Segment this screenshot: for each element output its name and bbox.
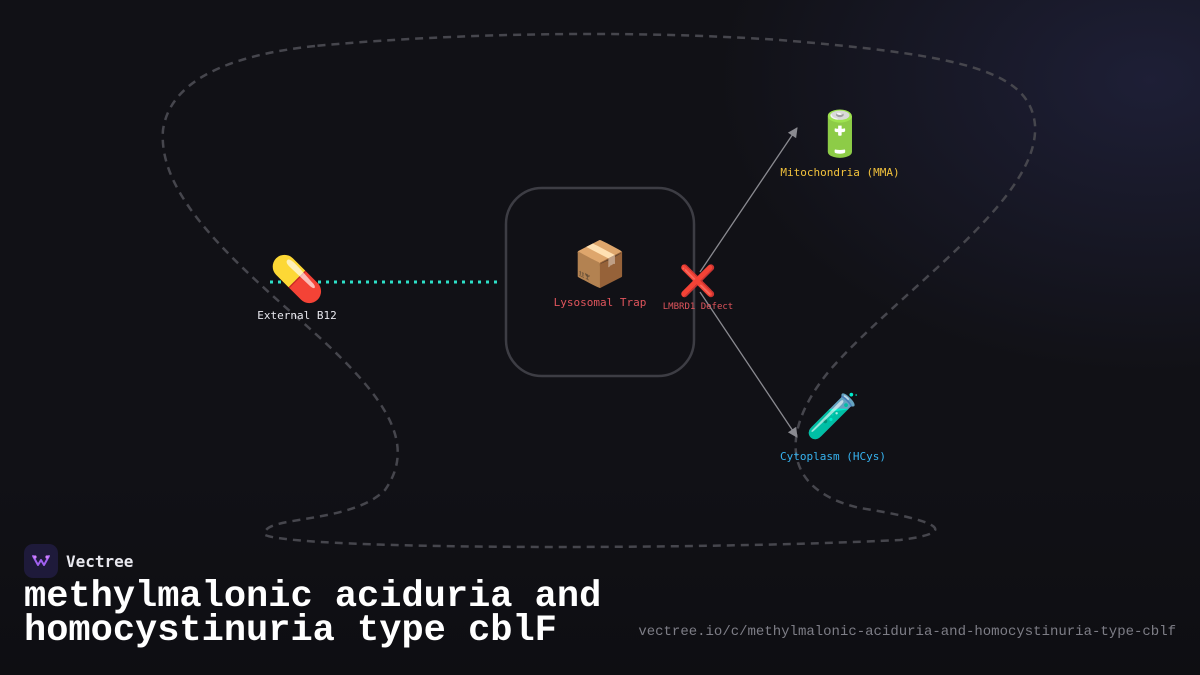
battery-icon: 🔋: [812, 109, 868, 160]
node-lysosomal-trap: 📦 Lysosomal Trap: [540, 239, 660, 310]
lysosomal-trap-label: Lysosomal Trap: [553, 296, 647, 309]
cell-membrane-outline: [161, 32, 1037, 549]
external-b12-label: External B12: [257, 309, 337, 322]
arrow-to-cytoplasm: [699, 291, 798, 438]
page-url[interactable]: vectree.io/c/methylmalonic-aciduria-and-…: [638, 624, 1176, 640]
mitochondria-label: Mitochondria (MMA): [780, 166, 900, 179]
lmbrd1-defect-label: LMBRD1 Defect: [662, 302, 734, 312]
test-tube-icon: 🧪: [805, 391, 861, 442]
page-title: methylmalonic aciduria and homocystinuri…: [24, 576, 602, 652]
node-external-b12: 💊 External B12: [237, 254, 357, 323]
pill-icon: 💊: [269, 254, 325, 305]
lysosome-box: [504, 186, 696, 378]
node-mitochondria: 🔋 Mitochondria (MMA): [770, 109, 910, 180]
arrow-to-mitochondria: [699, 127, 798, 273]
package-icon: 📦: [572, 239, 628, 290]
node-cytoplasm: 🧪 Cytoplasm (HCys): [763, 391, 903, 464]
cytoplasm-label: Cytoplasm (HCys): [780, 450, 886, 463]
vectree-logo-icon: [24, 544, 58, 578]
brand: Vectree: [24, 544, 133, 578]
brand-name: Vectree: [66, 551, 134, 571]
node-lmbrd1-defect: ❌ LMBRD1 Defect: [648, 262, 748, 312]
cross-mark-icon: ❌: [679, 264, 717, 299]
